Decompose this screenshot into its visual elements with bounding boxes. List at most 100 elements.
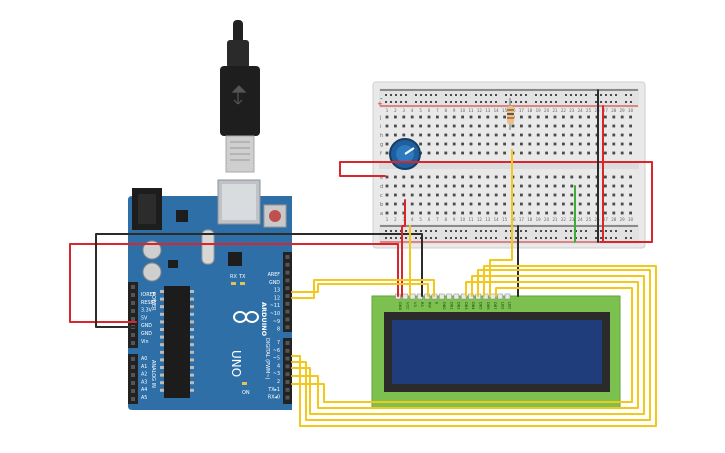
- power-pin-label: 5V: [141, 315, 148, 321]
- column-number: 17: [519, 108, 525, 113]
- power-pin-label: IOREF: [141, 292, 156, 298]
- digital-header-title: DIGITAL (PWM~): [264, 338, 270, 380]
- row-letter: j: [379, 115, 381, 121]
- digital-pin-label: 8: [277, 327, 280, 333]
- digital-pin-label: ~9: [273, 319, 280, 325]
- lcd-pin: [490, 293, 496, 300]
- wire-gnd: [95, 233, 423, 328]
- model-label: UNO: [229, 350, 243, 377]
- lcd-pin-label: DB2: [457, 302, 461, 310]
- rail-plus-label: +: [377, 100, 383, 108]
- wire-rail-plus: [339, 161, 653, 243]
- column-number: 1: [386, 217, 389, 222]
- column-number: 11: [468, 108, 474, 113]
- column-number: 23: [569, 217, 575, 222]
- lcd-pin-label: DB0: [442, 302, 446, 310]
- column-number: 2: [394, 108, 397, 113]
- column-number: 25: [586, 217, 592, 222]
- lcd-pin-label: DB4: [471, 302, 475, 310]
- digital-pin-label: ~6: [273, 348, 280, 354]
- digital-pin-label: TX▸1: [267, 387, 280, 393]
- column-number: 29: [620, 217, 626, 222]
- lcd-screen: [392, 320, 602, 384]
- arduino-uno: RX TX ON ARDUINO UNO POWER ANALOG IN DIG…: [128, 179, 292, 410]
- lcd-pin-label: RS: [420, 302, 424, 307]
- column-number: 12: [477, 108, 483, 113]
- column-number: 4: [411, 217, 414, 222]
- row-letter: e: [380, 175, 383, 181]
- lcd-pin-label: DB7: [493, 302, 497, 310]
- column-number: 6: [428, 217, 431, 222]
- row-letter: h: [380, 133, 383, 139]
- lcd-pin-label: DB5: [479, 302, 483, 310]
- column-number: 8: [445, 108, 448, 113]
- power-pin-label: Vin: [141, 339, 149, 345]
- column-number: 25: [586, 108, 592, 113]
- lcd-pin-label: V0: [413, 302, 417, 307]
- column-number: 7: [436, 217, 439, 222]
- column-number: 9: [453, 108, 456, 113]
- power-header-title: POWER: [150, 292, 156, 311]
- column-number: 10: [460, 108, 466, 113]
- digital-pin-label: RX◂0: [268, 395, 280, 401]
- column-number: 6: [428, 108, 431, 113]
- column-number: 28: [611, 108, 617, 113]
- wire-5v: [69, 243, 399, 323]
- digital-pin-label: 12: [274, 295, 280, 301]
- column-number: 21: [552, 217, 558, 222]
- digital-pin-label: GND: [269, 280, 280, 286]
- row-letter: b: [380, 202, 383, 208]
- usb-cable: [220, 20, 260, 173]
- lcd-pin: [504, 293, 511, 300]
- column-number: 15: [502, 217, 508, 222]
- row-letter: i: [380, 124, 381, 130]
- lcd-pin-label: E: [435, 302, 439, 305]
- column-number: 18: [527, 108, 533, 113]
- power-pin-label: RESET: [141, 300, 156, 306]
- column-number: 24: [578, 108, 584, 113]
- column-number: 30: [628, 217, 634, 222]
- row-letter: a: [380, 211, 383, 217]
- lcd-pin-label: LED: [508, 302, 512, 309]
- column-number: 12: [477, 217, 483, 222]
- column-number: 24: [578, 217, 584, 222]
- power-pin-label: GND: [141, 323, 152, 329]
- column-number: 4: [411, 108, 414, 113]
- column-number: 19: [536, 108, 542, 113]
- digital-pin-label: AREF: [268, 272, 281, 278]
- column-number: 2: [394, 217, 397, 222]
- row-letter: d: [380, 184, 383, 190]
- resistor: [507, 98, 514, 130]
- digital-pin-label: ~5: [273, 356, 280, 362]
- column-number: 5: [419, 217, 422, 222]
- digital-pin-label: 7: [277, 340, 280, 346]
- column-number: 23: [569, 108, 575, 113]
- row-letter: f: [380, 151, 382, 157]
- arduino-logo: [233, 311, 259, 323]
- brand-label: ARDUINO: [260, 302, 268, 337]
- column-number: 27: [603, 217, 609, 222]
- lcd-pin: [446, 293, 452, 300]
- column-number: 20: [544, 217, 550, 222]
- column-number: 1: [386, 108, 389, 113]
- column-number: 7: [436, 108, 439, 113]
- column-number: 14: [494, 217, 500, 222]
- analog-pin-label: A5: [141, 395, 147, 401]
- usb-symbol-icon: [231, 85, 247, 105]
- lcd-pin-label: DB3: [464, 302, 468, 310]
- digital-pin-label: 4: [277, 363, 280, 369]
- row-letter: c: [380, 193, 383, 199]
- row-letter: g: [380, 142, 383, 148]
- column-number: 22: [561, 217, 567, 222]
- analog-header-title: ANALOG IN: [150, 360, 156, 388]
- column-number: 19: [536, 217, 542, 222]
- analog-pin-label: A3: [141, 379, 147, 385]
- column-number: 21: [552, 108, 558, 113]
- reset-button[interactable]: [269, 210, 281, 222]
- column-number: 27: [603, 108, 609, 113]
- analog-pin-label: A1: [141, 364, 147, 370]
- column-number: 18: [527, 217, 533, 222]
- digital-pin-label: ~11: [270, 303, 280, 309]
